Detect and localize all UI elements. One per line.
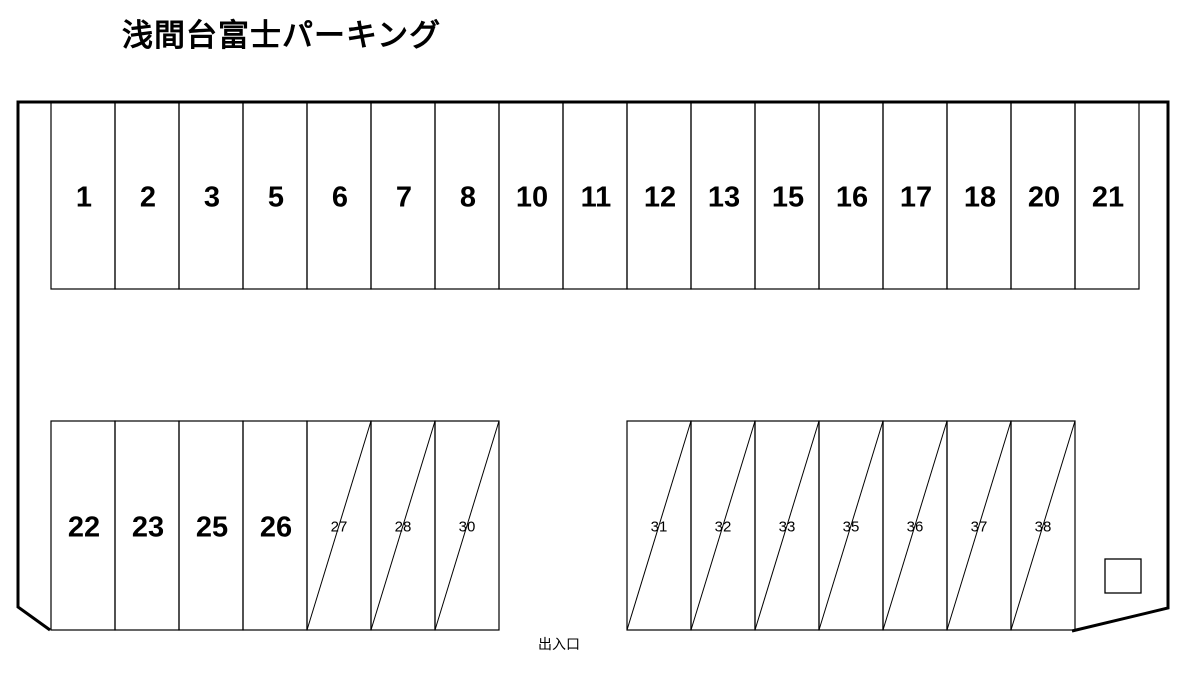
stall-number: 33 xyxy=(779,519,796,536)
stall-number: 2 xyxy=(140,182,156,214)
stall-number: 6 xyxy=(332,182,348,214)
stall-number: 5 xyxy=(268,182,284,214)
page-title: 浅間台富士パーキング xyxy=(122,18,442,54)
stall-number: 16 xyxy=(836,182,868,214)
stall-number: 17 xyxy=(900,182,932,214)
parking-stall xyxy=(1010,420,1076,631)
stall-number: 27 xyxy=(331,519,348,536)
stall-number: 3 xyxy=(204,182,220,214)
stall-number: 10 xyxy=(516,182,548,214)
unavailable-slash xyxy=(626,420,692,631)
parking-stall xyxy=(434,420,500,631)
stall-number: 13 xyxy=(708,182,740,214)
parking-stall xyxy=(1074,101,1140,290)
stall-number: 35 xyxy=(843,519,860,536)
stall-number: 11 xyxy=(581,182,612,214)
stall-number: 7 xyxy=(396,182,412,214)
stall-number: 36 xyxy=(907,519,924,536)
stall-number: 22 xyxy=(68,512,100,544)
stall-number: 32 xyxy=(715,519,732,536)
unavailable-slash xyxy=(882,420,948,631)
stall-number: 31 xyxy=(651,519,668,536)
stall-number: 25 xyxy=(196,512,228,544)
stall-number: 1 xyxy=(76,182,92,214)
stall-number: 28 xyxy=(395,519,412,536)
stall-number: 15 xyxy=(772,182,804,214)
stall-number: 23 xyxy=(132,512,164,544)
stall-number: 21 xyxy=(1092,182,1124,214)
small-box xyxy=(1104,558,1142,594)
unavailable-slash xyxy=(1010,420,1076,631)
stall-number: 37 xyxy=(971,519,988,536)
stall-number: 26 xyxy=(260,512,292,544)
unavailable-slash xyxy=(946,420,1012,631)
stall-number: 12 xyxy=(644,182,676,214)
unavailable-slash xyxy=(434,420,500,631)
stall-number: 18 xyxy=(964,182,996,214)
stall-number: 20 xyxy=(1028,182,1060,214)
stall-number: 30 xyxy=(459,519,476,536)
unavailable-slash xyxy=(306,420,372,631)
unavailable-slash xyxy=(754,420,820,631)
unavailable-slash xyxy=(818,420,884,631)
unavailable-slash xyxy=(370,420,436,631)
stall-number: 8 xyxy=(460,182,476,214)
entrance-label: 出入口 xyxy=(538,637,580,653)
stall-number: 38 xyxy=(1035,519,1052,536)
unavailable-slash xyxy=(690,420,756,631)
